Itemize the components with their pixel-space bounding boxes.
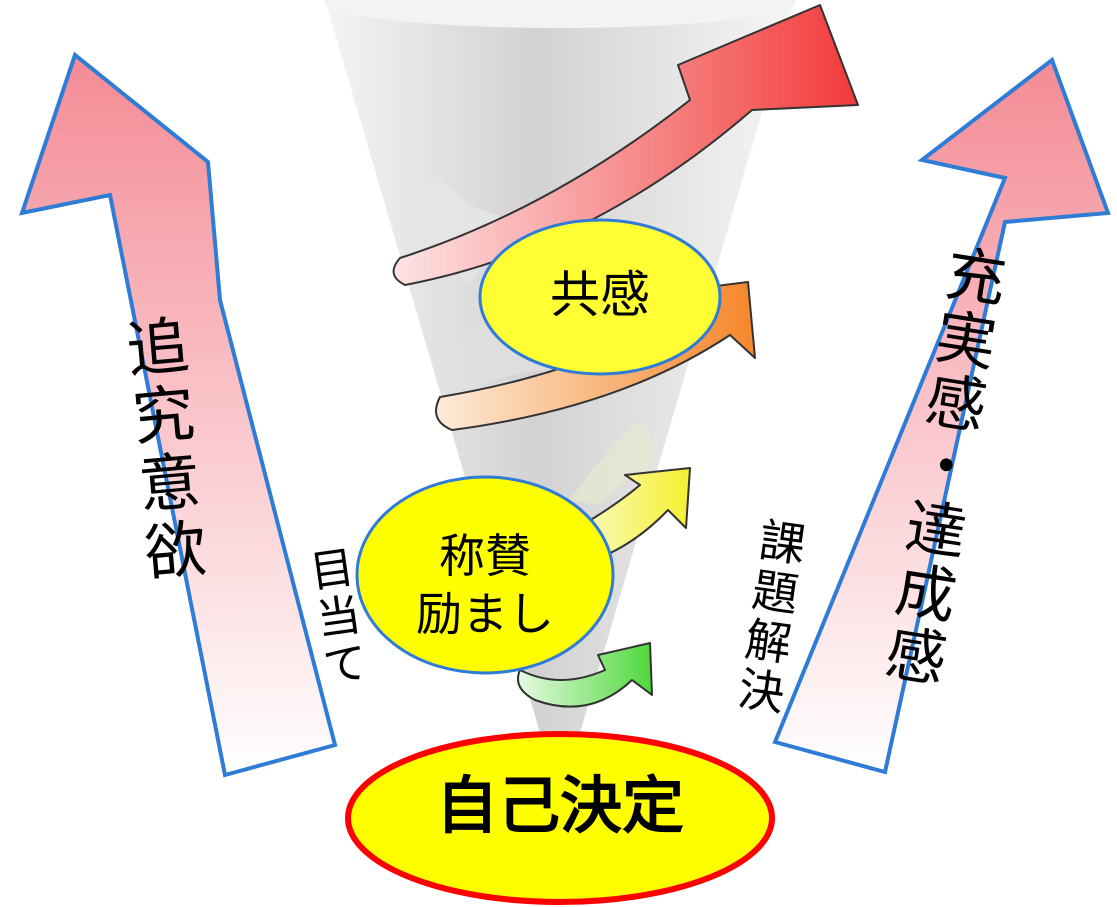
ellipse-kyokan-text: 共感	[550, 266, 650, 324]
ellipse-kyokan	[478, 218, 722, 376]
left-tall-arrow	[18, 51, 338, 778]
spiral-arrow-green	[516, 642, 653, 708]
cone-top-rim	[324, 0, 796, 28]
faint-back-arrow-middle	[452, 320, 570, 395]
ellipse-shosan-line1: 称賛	[439, 529, 531, 583]
faint-back-arrow-lower	[570, 420, 653, 505]
ellipse-jiko-kettei	[345, 731, 775, 905]
ellipse-shosan-line2: 励まし	[416, 586, 554, 641]
spiral-arrow-red	[392, 4, 859, 286]
ellipse-shosan	[355, 475, 615, 675]
ellipse-shosan-text: 称賛 励まし	[360, 528, 610, 643]
ellipse-jiko-kettei-text: 自己決定	[435, 769, 684, 842]
right-tall-arrow	[772, 56, 1111, 775]
